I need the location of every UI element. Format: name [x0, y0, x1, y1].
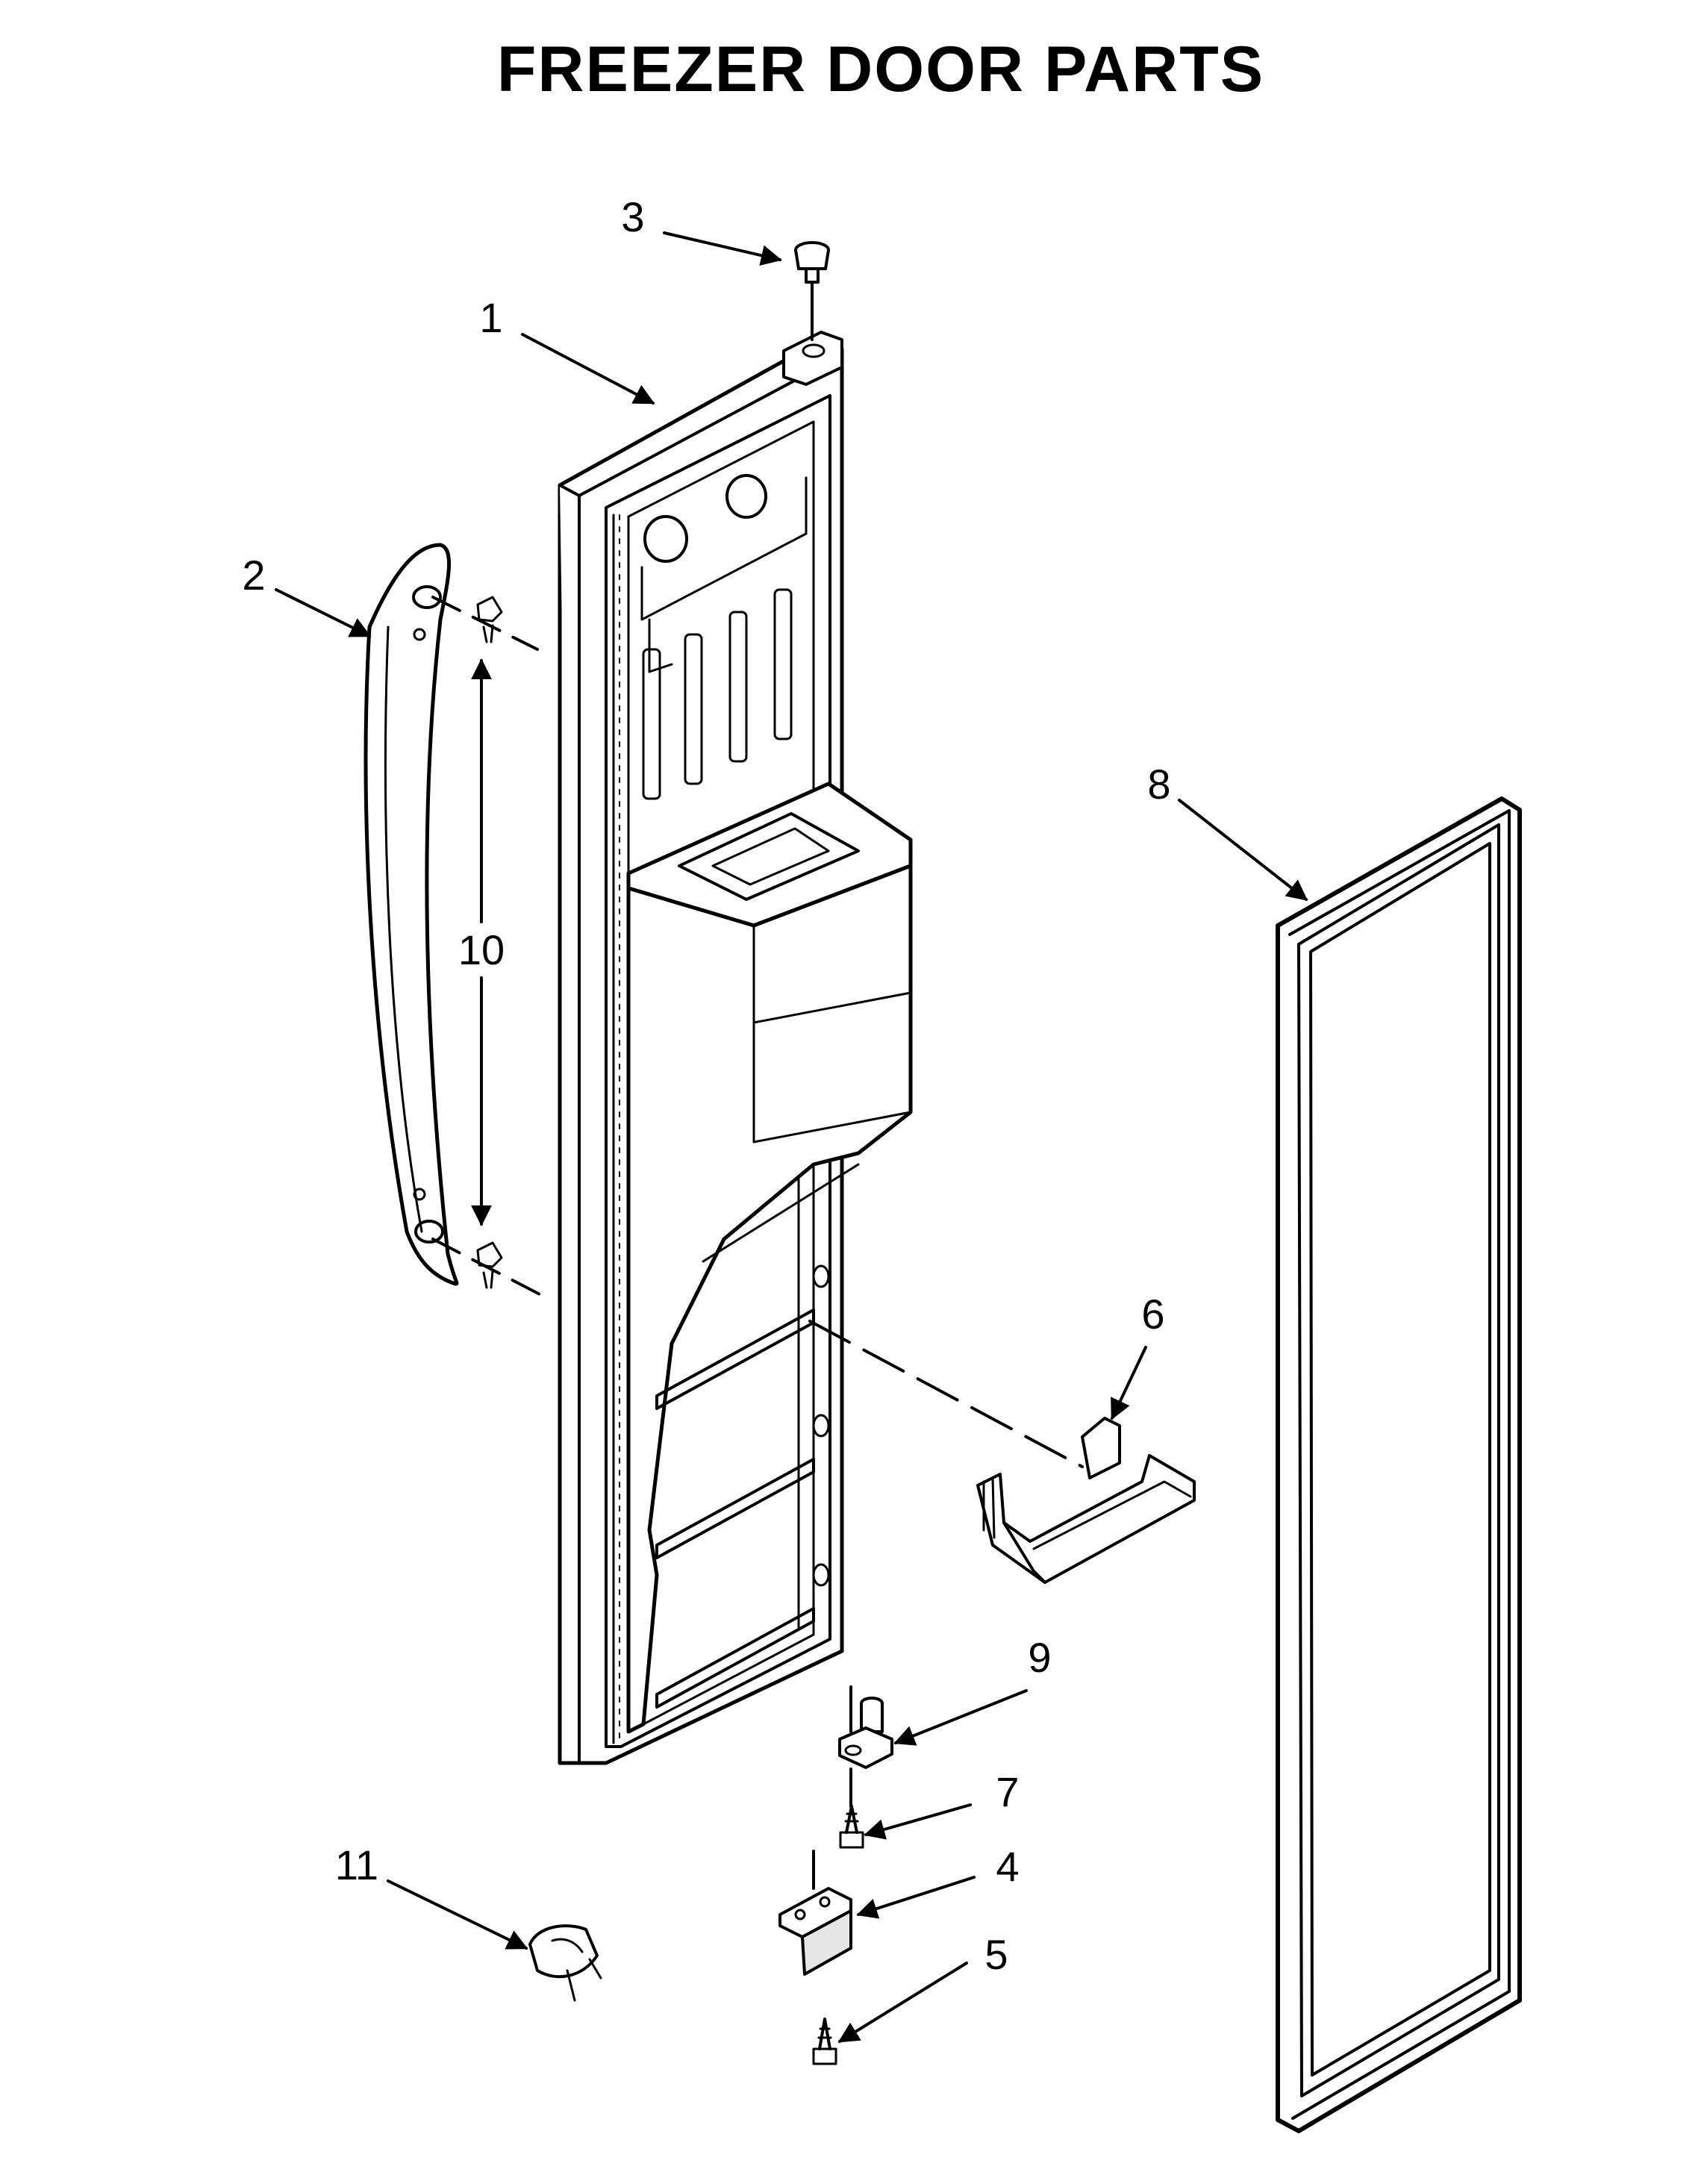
part-5-screw[interactable] — [812, 2018, 837, 2065]
part-8-door-gasket[interactable] — [1276, 796, 1522, 2133]
part-7-hinge-screw[interactable] — [839, 1805, 864, 1849]
callout-2: 2 — [242, 552, 265, 599]
callout-7: 7 — [996, 1768, 1019, 1815]
callout-5: 5 — [984, 1931, 1008, 1978]
part-6-door-bin[interactable] — [808, 1320, 1196, 1584]
leader-lines — [275, 231, 1308, 2043]
part-9-bottom-hinge[interactable] — [838, 1685, 893, 1808]
callout-6: 6 — [1141, 1291, 1164, 1338]
callout-3: 3 — [621, 193, 644, 240]
part-10-handle-screws[interactable] — [431, 596, 543, 1297]
page-title: FREEZER DOOR PARTS — [497, 34, 1264, 105]
part-1-freezer-door[interactable] — [558, 331, 913, 1765]
part-4-hinge-plate[interactable] — [778, 1850, 852, 1976]
part-11-wire-clip[interactable] — [528, 1924, 602, 2002]
part-3-hinge-pin[interactable] — [794, 241, 830, 341]
part-2-door-handle[interactable] — [363, 543, 459, 1286]
callout-labels: 1 2 3 4 5 6 7 8 9 10 11 — [242, 193, 1170, 1978]
callout-1: 1 — [479, 294, 502, 341]
callout-11: 11 — [335, 1841, 378, 1888]
callout-8: 8 — [1147, 761, 1170, 808]
callout-10: 10 — [458, 926, 505, 973]
callout-4: 4 — [996, 1843, 1019, 1890]
callout-9: 9 — [1028, 1634, 1051, 1681]
